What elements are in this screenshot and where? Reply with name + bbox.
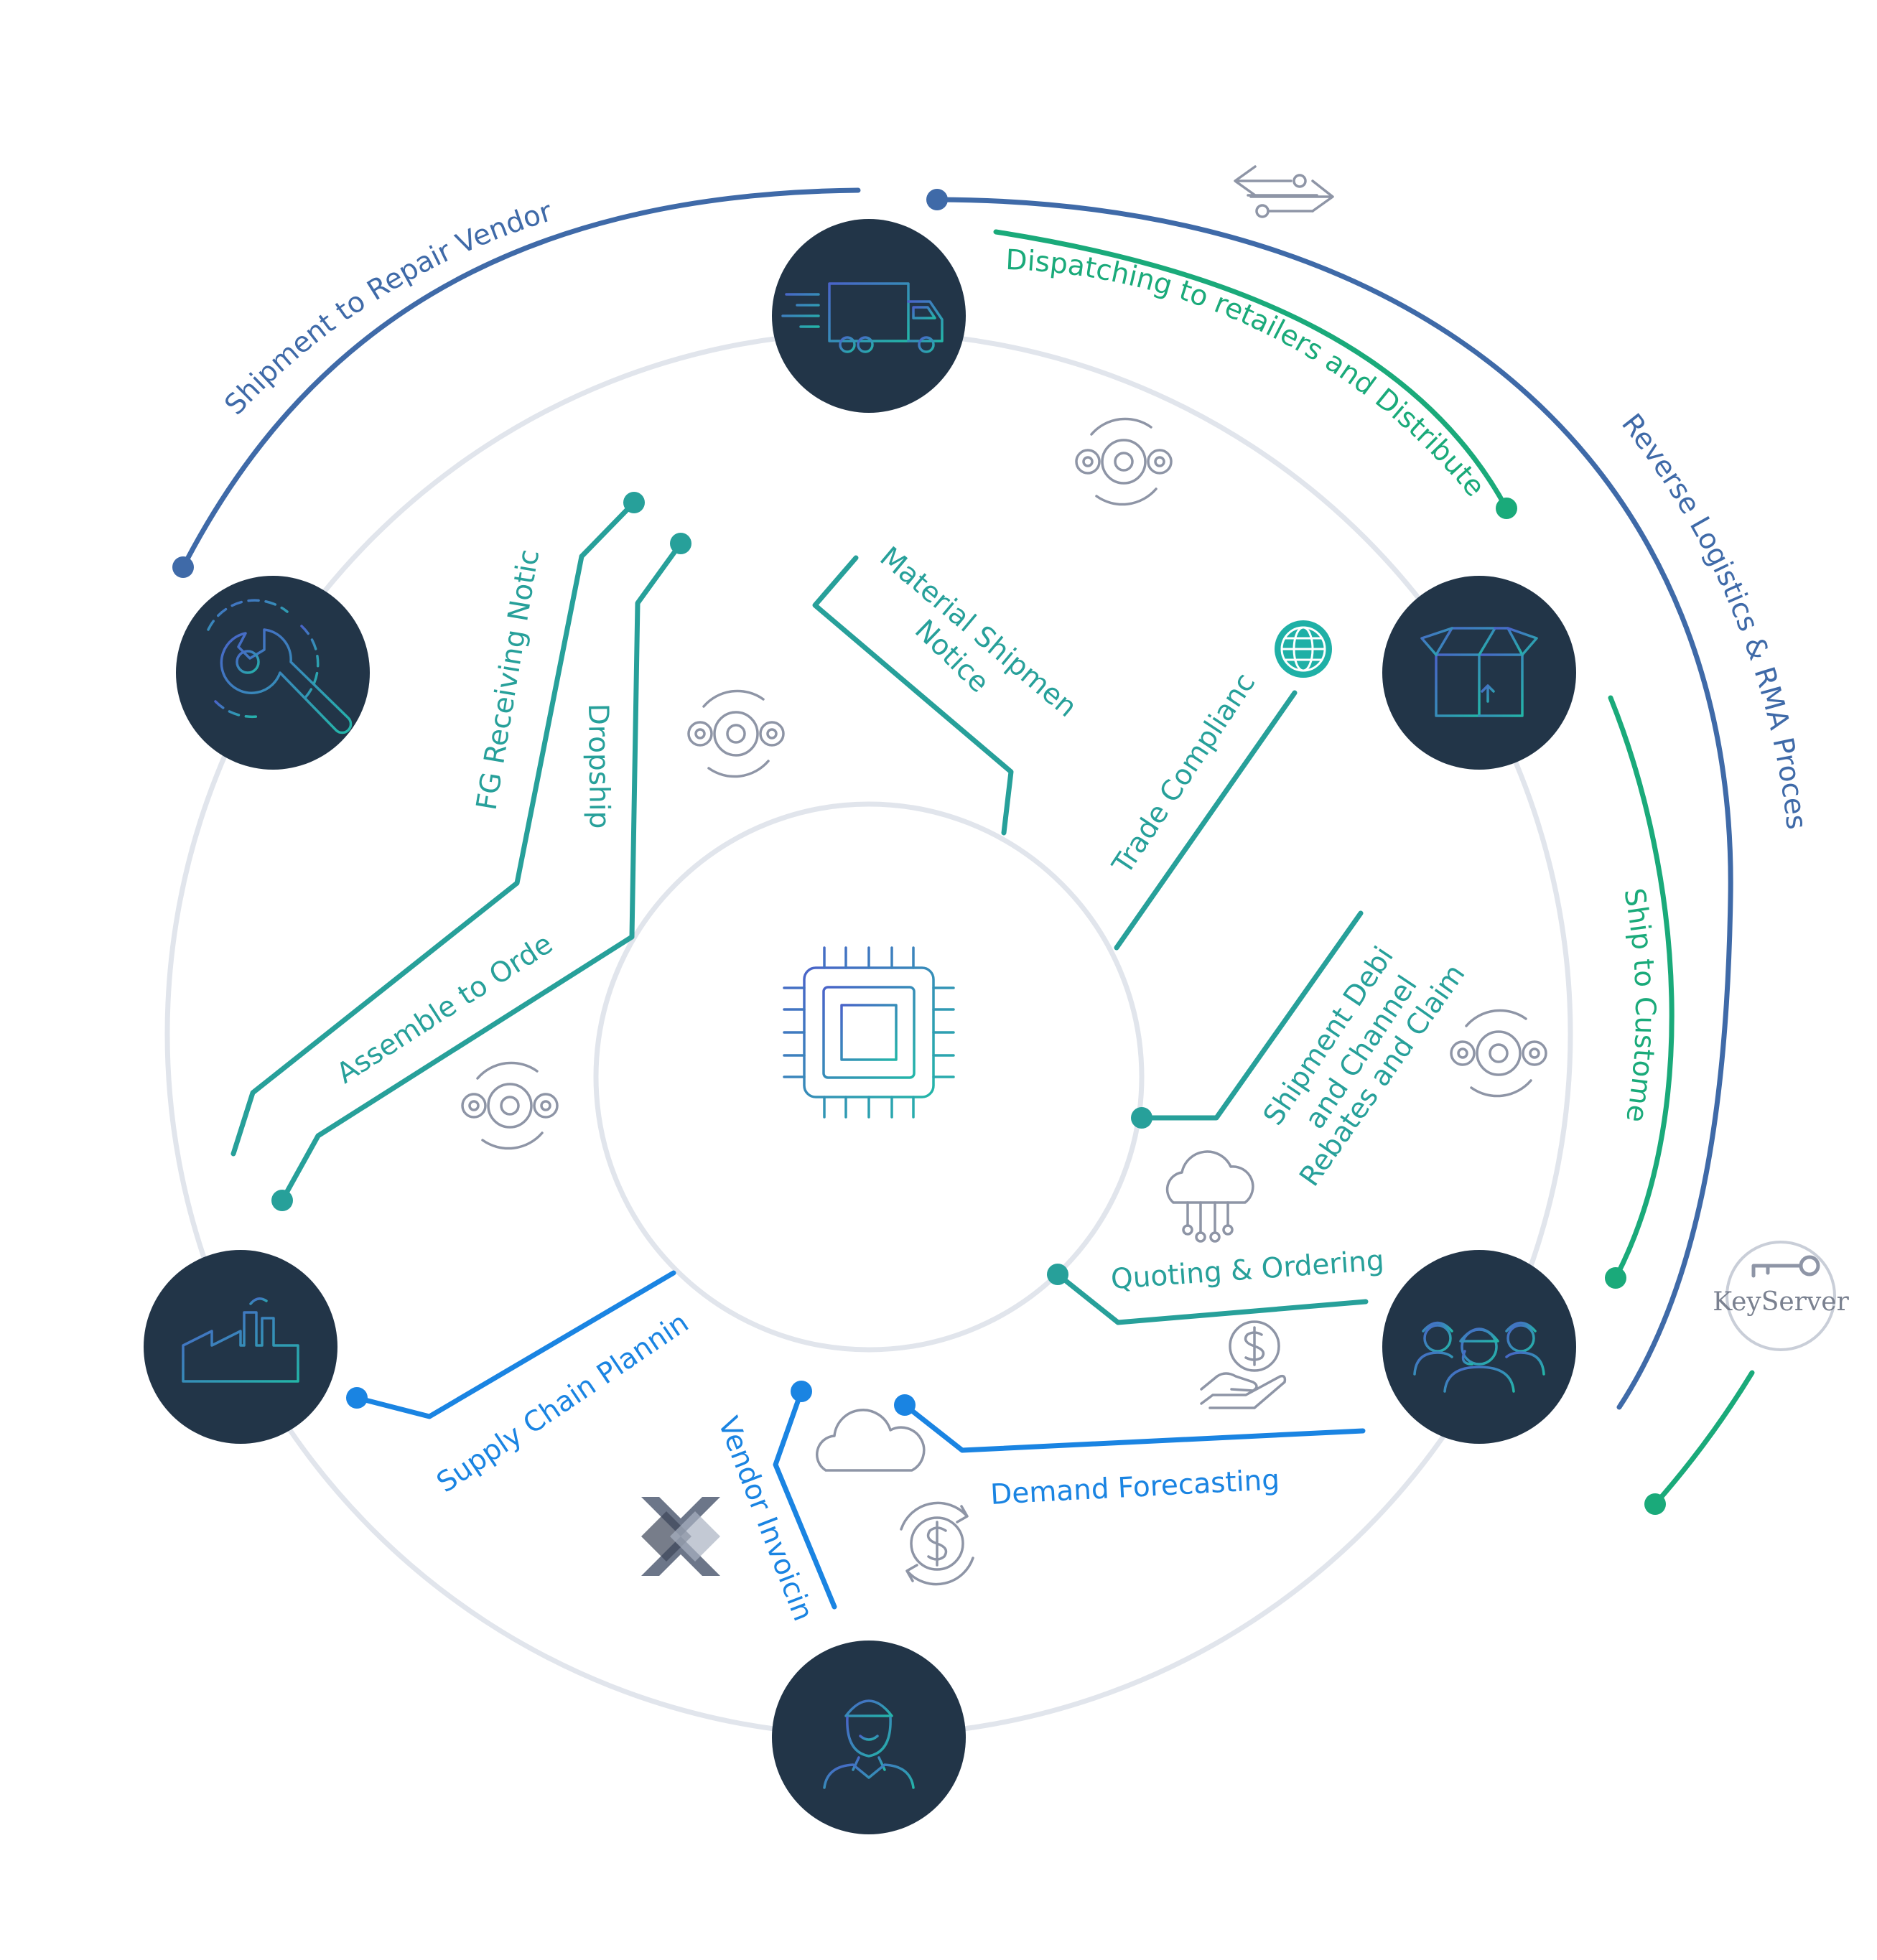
keyserver-logo-text: KeyServer bbox=[1713, 1287, 1849, 1317]
node-truck[interactable] bbox=[772, 219, 966, 413]
label-trade-compliance: Trade Compliance bbox=[0, 0, 1262, 880]
cloud-network-icon bbox=[1165, 1150, 1254, 1243]
label-dropship: Dropship bbox=[582, 704, 615, 829]
node-customers[interactable] bbox=[1382, 1250, 1576, 1444]
demand-forecasting-connector bbox=[902, 1402, 1366, 1453]
ship-to-customer-dot bbox=[1605, 1267, 1626, 1289]
supply-chain-planning-connector bbox=[354, 1270, 676, 1419]
fg-receiving-dot bbox=[623, 492, 645, 513]
lower-right-green-line bbox=[1652, 1370, 1755, 1507]
demand-forecasting-dot bbox=[894, 1394, 916, 1416]
microchip-icon bbox=[783, 946, 955, 1119]
x-logo-icon bbox=[641, 1497, 720, 1576]
supply-chain-dot bbox=[346, 1387, 368, 1409]
reverse-logistics-arc bbox=[934, 197, 1733, 1410]
node-factory[interactable] bbox=[144, 1250, 337, 1444]
dropship-dot bbox=[670, 533, 691, 554]
gears-icon bbox=[1075, 417, 1173, 506]
package-box-icon bbox=[1420, 627, 1538, 717]
truck-icon bbox=[781, 282, 944, 353]
dollar-cycle-icon bbox=[900, 1501, 974, 1586]
keyserver-logo-icon: KeyServer bbox=[1713, 1241, 1850, 1351]
quoting-dot bbox=[1047, 1264, 1068, 1285]
lower-right-green-dot bbox=[1644, 1493, 1666, 1515]
dropship-connector bbox=[279, 541, 684, 1203]
label-ship-to-customer: Ship to Customer bbox=[0, 0, 1661, 1124]
material-shipment-connector bbox=[812, 555, 1014, 836]
fg-receiving-connector bbox=[230, 500, 637, 1157]
label-shipment-to-repair-vendor: Shipment to Repair Vendor bbox=[219, 195, 556, 421]
reverse-arc-dot bbox=[926, 189, 948, 210]
assemble-dot bbox=[271, 1190, 293, 1211]
node-repair[interactable] bbox=[176, 576, 370, 770]
dollar-hand-icon bbox=[1200, 1320, 1287, 1409]
data-exchange-arrows-icon bbox=[1234, 165, 1334, 218]
customer-group-icon bbox=[1413, 1321, 1545, 1393]
gears-icon bbox=[1450, 1009, 1547, 1098]
wrench-icon bbox=[207, 599, 353, 734]
vendor-invoicing-connector bbox=[773, 1389, 837, 1610]
shipment-to-repair-vendor-arc bbox=[180, 187, 861, 570]
cloud-icon bbox=[816, 1409, 926, 1472]
label-assemble-to-order: Assemble to Order bbox=[0, 0, 559, 1090]
node-package[interactable] bbox=[1382, 576, 1576, 770]
worker-icon bbox=[823, 1699, 915, 1789]
shipment-debit-connector bbox=[1139, 910, 1364, 1121]
repair-arc-dot bbox=[172, 556, 194, 578]
trade-compliance-connector bbox=[1114, 690, 1298, 951]
gears-icon bbox=[687, 689, 785, 778]
label-dispatching: Dispatching to retailers and Distributer… bbox=[0, 0, 1491, 503]
vendor-invoicing-dot bbox=[791, 1381, 812, 1402]
factory-icon bbox=[182, 1297, 299, 1383]
dispatching-arc bbox=[993, 229, 1509, 511]
label-shipment-debit: Shipment Debit bbox=[0, 0, 1400, 1131]
gears-icon bbox=[461, 1061, 559, 1150]
shipment-debit-dot bbox=[1131, 1107, 1152, 1129]
inner-ring bbox=[593, 801, 1145, 1353]
label-quoting-ordering: Quoting & Ordering bbox=[1110, 1244, 1385, 1295]
dispatching-dot bbox=[1496, 498, 1517, 519]
globe-icon bbox=[1275, 620, 1332, 678]
label-demand-forecasting: Demand Forecasting bbox=[989, 1464, 1280, 1511]
ship-to-customer-arc bbox=[1608, 695, 1675, 1281]
node-worker[interactable] bbox=[772, 1641, 966, 1834]
quoting-ordering-connector bbox=[1055, 1271, 1369, 1325]
label-vendor-invoicing: Vendor Invoicing bbox=[0, 0, 819, 1625]
